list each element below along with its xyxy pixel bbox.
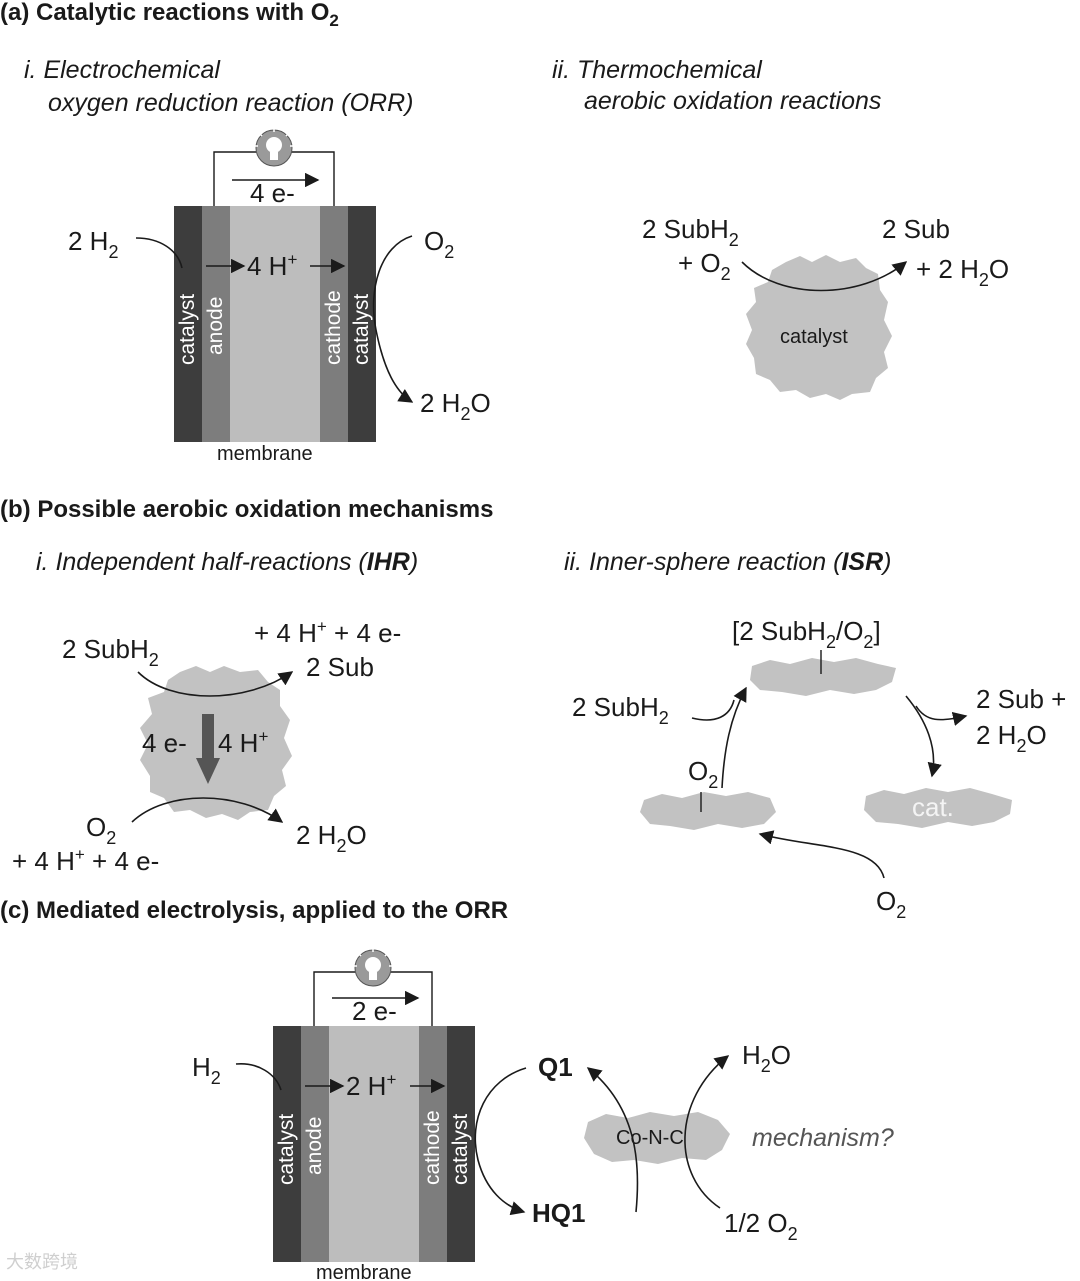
water-product-label: + 2 H2O bbox=[916, 254, 1009, 290]
catalyst-right-layer-c bbox=[447, 1026, 475, 1262]
isr-products-line1: 2 Sub + bbox=[976, 684, 1066, 714]
isr-arrow-to-cat bbox=[905, 695, 942, 778]
half-o2-label: 1/2 O2 bbox=[724, 1208, 798, 1244]
o2-input-label: O2 bbox=[424, 226, 454, 262]
membrane-label-c: membrane bbox=[316, 1262, 412, 1281]
ihr-catalyst-blob bbox=[140, 666, 292, 820]
layer-label-anode-c: anode bbox=[303, 1117, 326, 1175]
ihr-sub-label: 2 Sub bbox=[306, 652, 374, 682]
fuel-cell-mediated: catalyst anode cathode catalyst membrane… bbox=[192, 947, 475, 1281]
anode-layer-c bbox=[301, 1026, 329, 1262]
h2-input-arrow bbox=[135, 237, 183, 269]
membrane-label: membrane bbox=[217, 443, 313, 465]
section-a-ii-title-line2: aerobic oxidation reactions bbox=[584, 87, 881, 115]
membrane-layer bbox=[230, 206, 320, 442]
watermark: 大数跨境 bbox=[6, 1252, 78, 1272]
isr-o2-bound-label: O2 bbox=[688, 756, 718, 792]
ihr-proton-electron-label: + 4 H+ + 4 e- bbox=[254, 617, 401, 648]
subh2-label: 2 SubH2 bbox=[642, 214, 739, 250]
mechanism-question-label: mechanism? bbox=[752, 1124, 894, 1152]
cathode-layer bbox=[320, 206, 348, 442]
catalyst-label: catalyst bbox=[780, 326, 848, 348]
section-b-ii-title: ii. Inner-sphere reaction (ISR) bbox=[564, 548, 891, 576]
catalyst-right-layer bbox=[348, 206, 376, 442]
proton-count-label: 4 H+ bbox=[247, 250, 297, 281]
hq1-label: HQ1 bbox=[532, 1198, 585, 1228]
isr-scheme: [2 SubH2/O2] cat. O2 2 SubH2 2 Sub + 2 H… bbox=[572, 616, 1066, 922]
isr-cat-label: cat. bbox=[912, 792, 954, 822]
fuel-cell-orr: catalyst anode cathode catalyst membrane… bbox=[68, 127, 491, 465]
q1-to-hq1-arrow bbox=[474, 1067, 527, 1216]
section-b-heading: (b) Possible aerobic oxidation mechanism… bbox=[0, 496, 493, 523]
isr-complex-label: [2 SubH2/O2] bbox=[732, 616, 881, 652]
anode-layer bbox=[202, 206, 230, 442]
sub-product-label: 2 Sub bbox=[882, 214, 950, 244]
layer-label-catalyst-left: catalyst bbox=[176, 294, 199, 365]
layer-label-cathode: cathode bbox=[322, 290, 345, 365]
ihr-transfer-arrow-shaft bbox=[202, 714, 214, 760]
q1-label: Q1 bbox=[538, 1052, 573, 1082]
isr-o2-free-label: O2 bbox=[876, 886, 906, 922]
ihr-o2-protons-label: + 4 H+ + 4 e- bbox=[12, 845, 159, 876]
thermo-reaction-arrow bbox=[741, 261, 908, 292]
thermochemical-scheme: catalyst 2 SubH2 + O2 2 Sub + 2 H2O bbox=[642, 214, 1009, 400]
ihr-water-label: 2 H2O bbox=[296, 820, 367, 856]
h2-input-label-c: H2 bbox=[192, 1052, 221, 1088]
mediator-scheme: Q1 HQ1 Co-N-C H2O 1/2 O2 mechanism? bbox=[474, 1040, 894, 1244]
water-label-c: H2O bbox=[742, 1040, 791, 1076]
section-a-ii-title-line1: ii. Thermochemical bbox=[552, 56, 763, 84]
catalyst-left-layer bbox=[174, 206, 202, 442]
electron-count-label-c: 2 e- bbox=[352, 996, 397, 1026]
layer-label-catalyst-right: catalyst bbox=[350, 294, 373, 365]
ihr-electron-label: 4 e- bbox=[142, 728, 187, 758]
isr-o2-bound-blob bbox=[640, 792, 776, 830]
catalyst-blob bbox=[746, 255, 892, 400]
ihr-o2-label: O2 bbox=[86, 812, 116, 848]
ihr-subh2-label: 2 SubH2 bbox=[62, 634, 159, 670]
isr-subh2-label: 2 SubH2 bbox=[572, 692, 669, 728]
lightbulb-icon-c bbox=[352, 947, 394, 987]
ihr-oxidation-arrow bbox=[137, 671, 294, 697]
water-output-label: 2 H2O bbox=[420, 388, 491, 424]
o2-to-water-arrow bbox=[372, 235, 414, 403]
lightbulb-icon bbox=[253, 127, 295, 167]
layer-label-anode: anode bbox=[204, 297, 227, 355]
layer-label-cathode-c: cathode bbox=[421, 1110, 444, 1185]
section-c-heading: (c) Mediated electrolysis, applied to th… bbox=[0, 897, 508, 924]
isr-products-line2: 2 H2O bbox=[976, 720, 1047, 756]
section-a-i-title-line1: i. Electrochemical bbox=[24, 56, 221, 84]
isr-product-out-arrow bbox=[915, 705, 968, 726]
layer-label-catalyst-right-c: catalyst bbox=[449, 1114, 472, 1185]
hq1-to-q1-arrow bbox=[586, 1067, 639, 1213]
ihr-scheme: 4 e- 4 H+ 2 SubH2 + 4 H+ + 4 e- 2 Sub O2… bbox=[12, 617, 401, 876]
h2-input-label: 2 H2 bbox=[68, 226, 118, 262]
isr-complex-blob bbox=[750, 658, 896, 696]
section-b-i-title: i. Independent half-reactions (IHR) bbox=[36, 548, 418, 576]
isr-arrow-cat-to-bound bbox=[758, 830, 885, 879]
isr-cat-blob bbox=[864, 788, 1012, 828]
catalyst-left-layer-c bbox=[273, 1026, 301, 1262]
plus-o2-label: + O2 bbox=[678, 248, 731, 284]
membrane-layer-c bbox=[329, 1026, 419, 1262]
conc-label: Co-N-C bbox=[616, 1127, 684, 1149]
ihr-transfer-arrow-head bbox=[196, 758, 220, 784]
electron-count-label: 4 e- bbox=[250, 178, 295, 208]
h2-input-arrow-c bbox=[235, 1063, 282, 1091]
ihr-proton-label: 4 H+ bbox=[218, 727, 268, 758]
isr-arrow-to-complex bbox=[721, 686, 747, 789]
proton-count-label-c: 2 H+ bbox=[346, 1070, 396, 1101]
ihr-reduction-arrow bbox=[131, 797, 284, 823]
isr-subh2-in-arrow bbox=[691, 699, 735, 721]
o2-to-water-arrow-c bbox=[684, 1055, 730, 1209]
section-a-heading: (a) Catalytic reactions with O2 bbox=[0, 0, 339, 30]
cathode-layer-c bbox=[419, 1026, 447, 1262]
layer-label-catalyst-left-c: catalyst bbox=[275, 1114, 298, 1185]
conc-blob bbox=[584, 1112, 730, 1164]
section-a-i-title-line2: oxygen reduction reaction (ORR) bbox=[48, 89, 413, 117]
